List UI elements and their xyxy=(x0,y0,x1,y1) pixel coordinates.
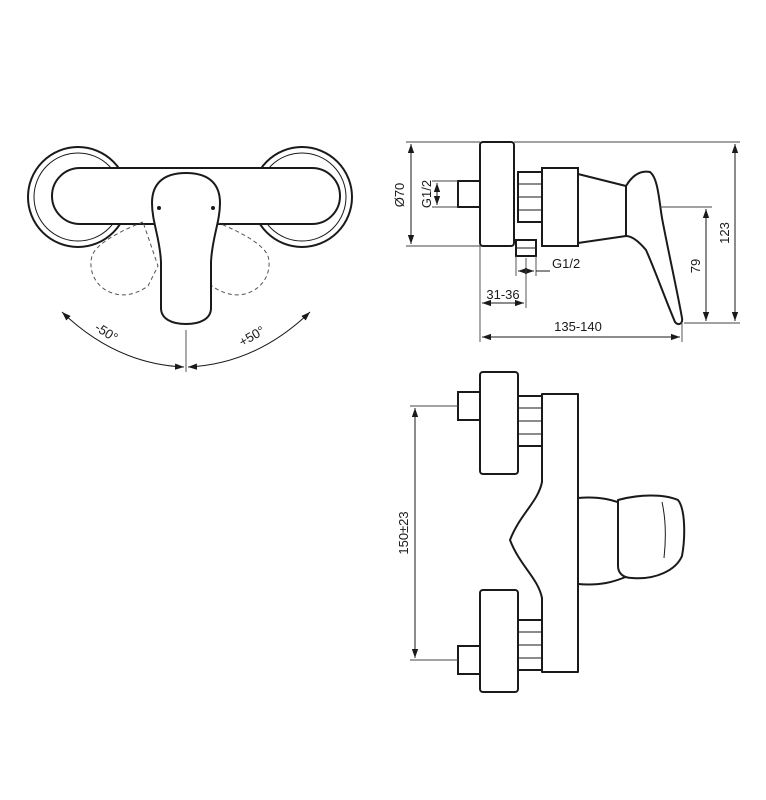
front-pipe-upper xyxy=(457,391,481,421)
lever-ghost-right xyxy=(201,221,270,296)
front-handle xyxy=(617,494,686,580)
side-cartridge xyxy=(577,173,627,244)
front-rosette-lower xyxy=(479,589,519,693)
lever-screw-right xyxy=(211,206,215,210)
projection-label: 135-140 xyxy=(554,319,602,334)
angle-left-label: -50° xyxy=(92,319,120,345)
side-lever xyxy=(625,170,684,326)
side-rosette xyxy=(479,141,515,247)
lever-screw-left xyxy=(157,206,161,210)
front-pipe-lower xyxy=(457,645,481,675)
thread-inlet-label: G1/2 xyxy=(419,180,434,208)
lever-height-label: 79 xyxy=(688,259,703,273)
diameter-label: Ø70 xyxy=(392,183,407,208)
centers-label: 150±23 xyxy=(396,511,411,554)
outlet-offset-label: 31-36 xyxy=(486,287,519,302)
lever-top xyxy=(151,172,221,325)
side-body xyxy=(541,167,579,247)
front-rosette-upper xyxy=(479,371,519,475)
front-view: 150±23 xyxy=(396,371,686,693)
angle-arc-left xyxy=(61,311,185,370)
angle-right-label: +50° xyxy=(236,323,267,350)
side-inlet-pipe xyxy=(457,180,481,208)
height-total-label: 123 xyxy=(717,222,732,244)
angle-arc-right xyxy=(187,311,311,370)
thread-outlet-label: G1/2 xyxy=(552,256,580,271)
lever-ghost-left xyxy=(90,221,159,296)
top-view: -50° +50° xyxy=(27,146,353,372)
front-body xyxy=(509,393,579,673)
front-handle-facet xyxy=(661,501,666,559)
side-view: Ø70 G1/2 G1/2 31-36 135-140 79 123 xyxy=(392,141,740,342)
